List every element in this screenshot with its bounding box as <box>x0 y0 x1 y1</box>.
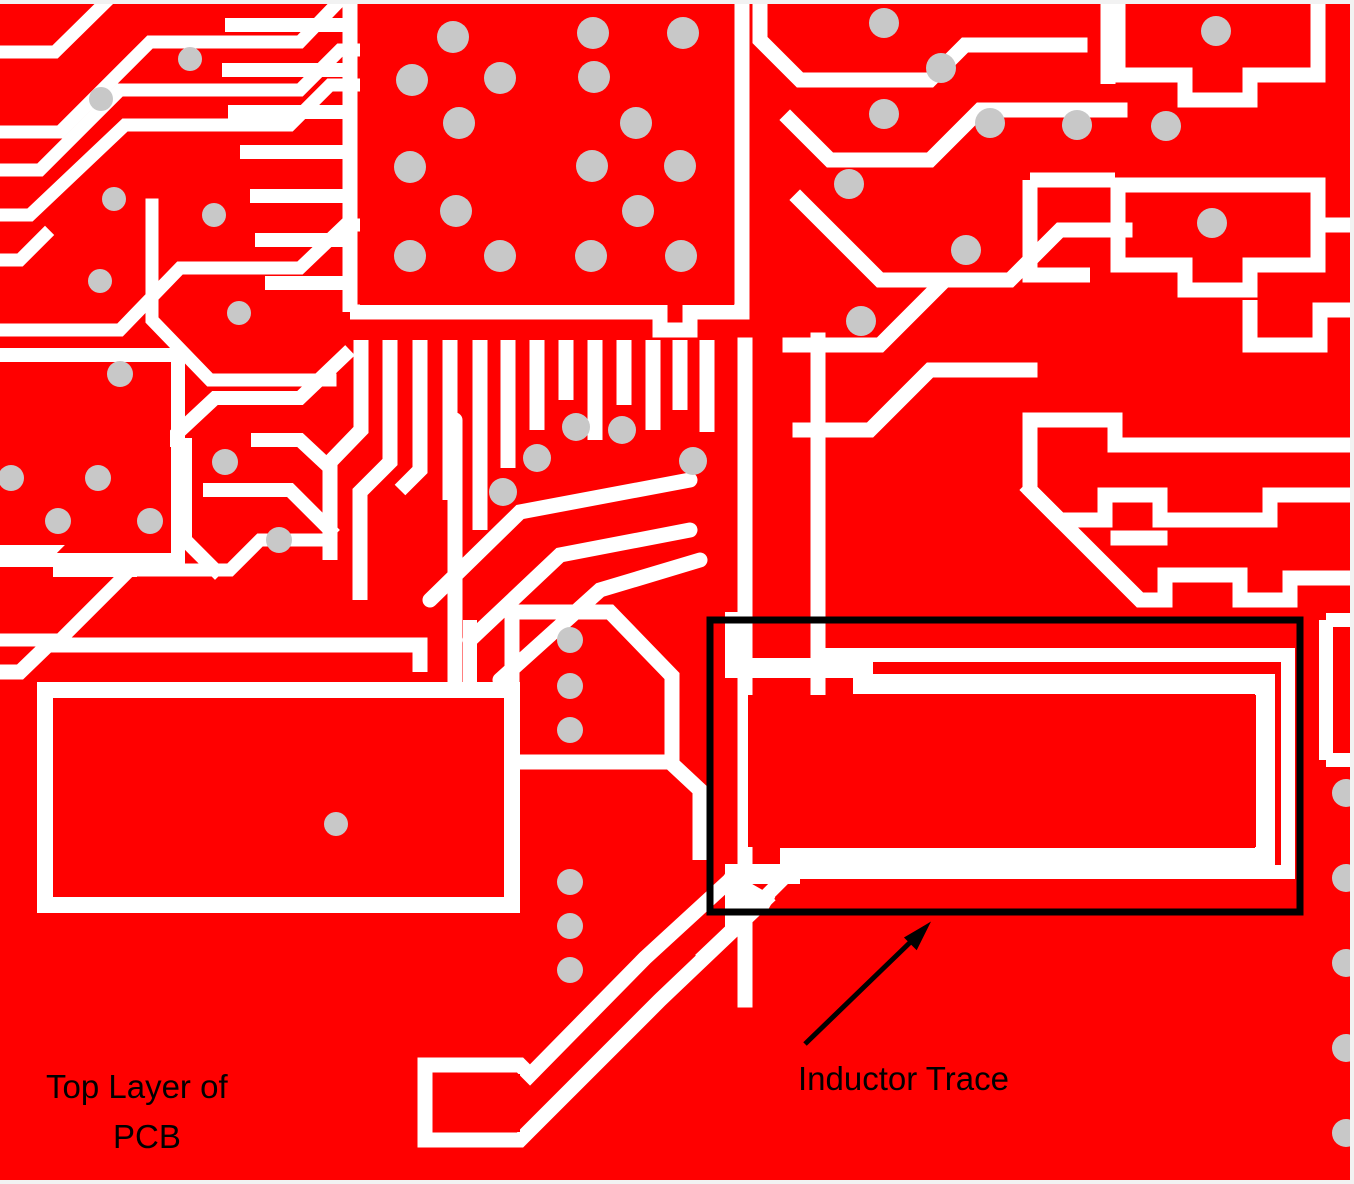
layer-label-line1: Top Layer of <box>46 1068 228 1105</box>
via-pad <box>665 240 697 272</box>
via-pad <box>89 87 113 111</box>
via-pad <box>202 203 226 227</box>
via-pad <box>102 187 126 211</box>
via-pad <box>523 444 551 472</box>
via-pad <box>137 508 163 534</box>
isolation-gap-left-pad <box>0 348 185 567</box>
isolation-gap-lower-left-pour-top <box>0 637 428 680</box>
via-pad <box>557 869 583 895</box>
via-pad <box>975 108 1005 138</box>
via-pad <box>212 449 238 475</box>
via-pad <box>1062 110 1092 140</box>
via-pad <box>1332 1119 1350 1147</box>
inductor-trace-inner-isolation <box>695 612 1295 966</box>
via-pad <box>869 8 899 38</box>
via-pad <box>1201 16 1231 46</box>
via-pad <box>846 306 876 336</box>
via-pad <box>45 508 71 534</box>
via-pad <box>869 99 899 129</box>
via-pad <box>620 107 652 139</box>
via-pad <box>926 53 956 83</box>
via-pad <box>951 235 981 265</box>
via-pad <box>85 465 111 491</box>
via-pad <box>178 47 202 71</box>
via-pad <box>484 62 516 94</box>
inductor-trace-label: Inductor Trace <box>798 1060 1009 1097</box>
isolation-gaps-right-steps <box>1019 412 1350 608</box>
via-pad <box>577 17 609 49</box>
inductor-trace-inner-copper <box>748 695 1256 847</box>
isolation-gaps-far-right <box>1319 613 1350 767</box>
via-pad <box>1197 208 1227 238</box>
via-pad <box>834 169 864 199</box>
inductor-trace-isolation <box>725 612 1275 930</box>
via-pad <box>608 416 636 444</box>
isolation-gaps-thermal-pads <box>1022 4 1350 353</box>
via-pad <box>557 717 583 743</box>
inductor-highlight-box[interactable] <box>706 616 1304 916</box>
via-pad <box>266 527 292 553</box>
via-pad <box>443 107 475 139</box>
via-pad <box>578 61 610 93</box>
via-pad <box>227 301 251 325</box>
via-pad <box>622 195 654 227</box>
via-pad <box>1332 1034 1350 1062</box>
via-pad <box>557 627 583 653</box>
via-pad <box>1151 111 1181 141</box>
via-pad <box>107 361 133 387</box>
via-pad <box>557 673 583 699</box>
via-pad <box>396 64 428 96</box>
isolation-gaps-fanout-diagonals <box>422 412 708 698</box>
via-pad <box>484 240 516 272</box>
via-pad <box>664 150 696 182</box>
via-pad <box>1332 949 1350 977</box>
callout-arrow <box>803 921 932 1046</box>
via-pad <box>437 21 469 53</box>
via-group <box>0 8 1350 1147</box>
isolation-gaps-comb-right <box>222 18 355 290</box>
via-pad <box>679 447 707 475</box>
via-pad <box>440 195 472 227</box>
via-pad <box>394 240 426 272</box>
isolation-gap-pour-right <box>512 754 708 860</box>
via-pad <box>88 269 112 293</box>
via-pad <box>576 150 608 182</box>
bottom-pad-copper <box>434 1074 520 1132</box>
via-pad <box>557 957 583 983</box>
via-pad <box>667 17 699 49</box>
via-pad <box>557 913 583 939</box>
via-pad <box>489 478 517 506</box>
via-pad <box>575 240 607 272</box>
via-pad <box>1332 864 1350 892</box>
via-pad <box>324 812 348 836</box>
layer-label-line2: PCB <box>113 1118 181 1155</box>
via-pad <box>394 151 426 183</box>
via-pad <box>1332 779 1350 807</box>
via-pad <box>0 465 24 491</box>
via-pad <box>562 413 590 441</box>
isolation-gap-via-column-box <box>512 604 680 762</box>
isolation-gap-bga-bottom <box>350 4 750 338</box>
lower-left-pour-copper <box>58 702 502 894</box>
